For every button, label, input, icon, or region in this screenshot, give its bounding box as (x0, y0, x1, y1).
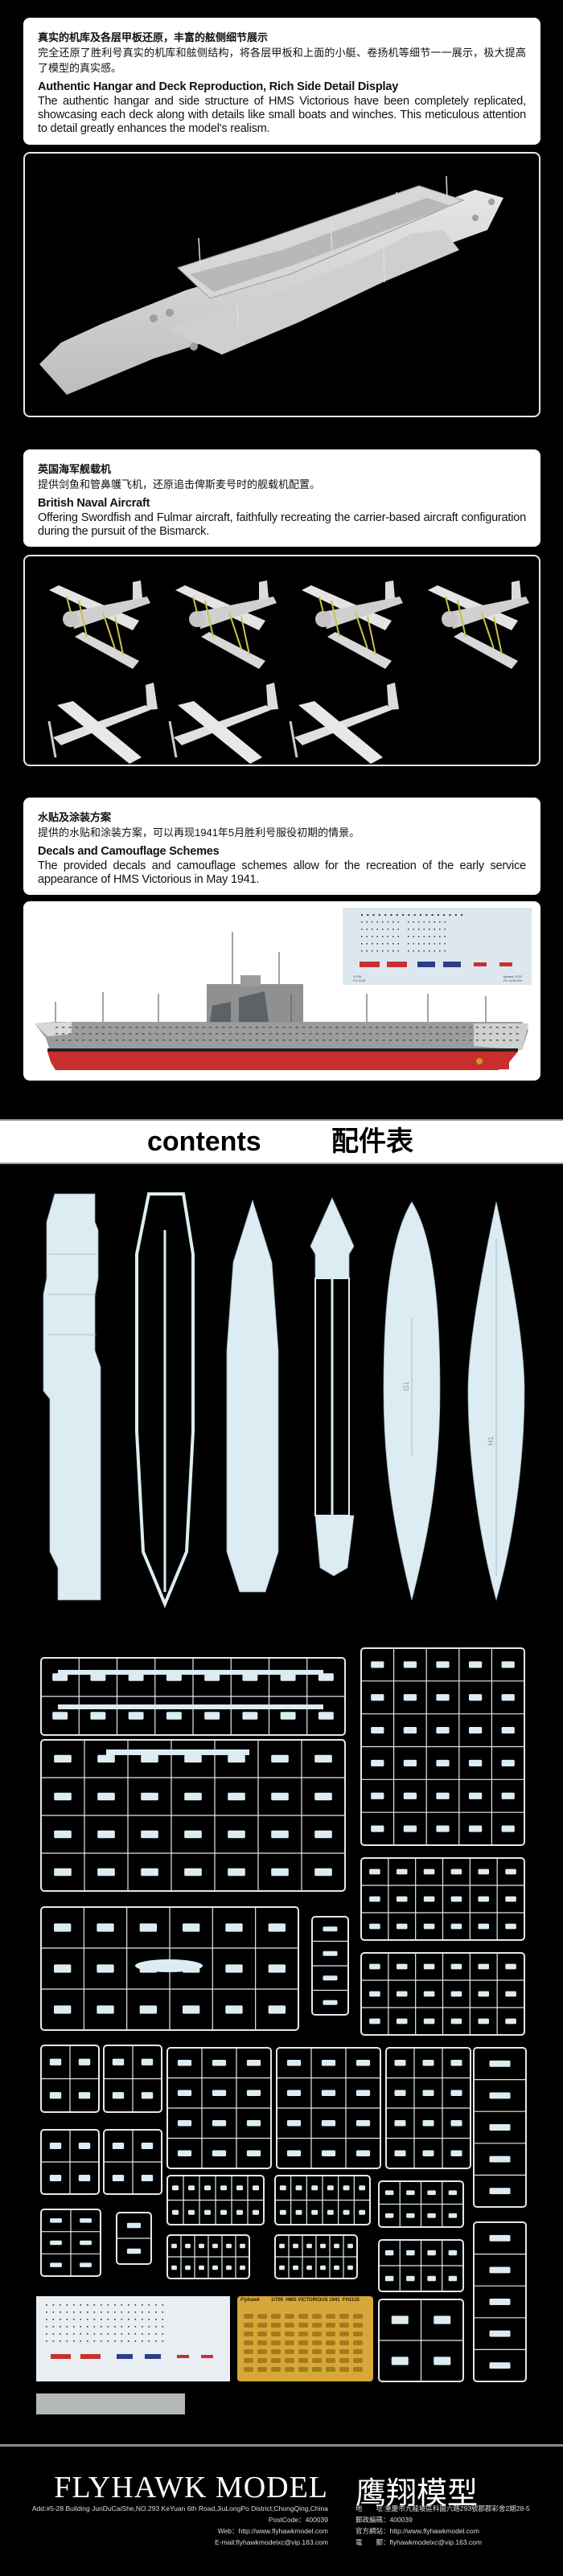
fulmar-fighter (289, 683, 399, 764)
footer-brand-en: FLYHAWK MODEL (54, 2471, 328, 2504)
footer-postcode-en: PostCode：400039 (268, 2516, 328, 2524)
fulmar-fighter (168, 683, 278, 764)
sprue-f4 (103, 2129, 162, 2195)
hangar-cn-title: 真实的机库及各层甲板还原，丰富的舷侧细节展示 (38, 31, 269, 43)
sprue-h (385, 2047, 471, 2169)
sprue-layout (40, 1647, 527, 2382)
decal-sheet (36, 2296, 230, 2381)
sprue-o (378, 2299, 464, 2382)
footer-address-cn: 地 址:重慶市九龍坡區科園六路293號郡郡彩舍2期28-5 (355, 2504, 530, 2512)
fulmar-fighter (47, 683, 158, 764)
sprue-f3 (40, 2129, 100, 2195)
hangar-info-card: 真实的机库及各层甲板还原，丰富的舷侧细节展示 完全还原了胜利号真实的机库和舷侧结… (23, 18, 540, 145)
sprue-i1 (473, 2047, 527, 2208)
footer-email-en[interactable]: E-mail:flyhawkmodelxc@vip.163.com (215, 2538, 328, 2546)
sprue-a (40, 1657, 346, 1736)
sprue-f1 (40, 2045, 100, 2113)
aircraft-en-title: British Naval Aircraft (38, 497, 150, 510)
hangar-deck-frame-part (135, 1192, 195, 1609)
sprue-e2 (360, 1952, 525, 2036)
swordfish-biplane (428, 580, 529, 669)
side-hull-strip (58, 1704, 323, 1709)
swordfish-biplane (175, 580, 277, 669)
decals-cn-body: 提供的水贴和涂装方案，可以再现1941年5月胜利号服役初期的情景。 (38, 827, 360, 839)
decals-en-title: Decals and Camouflage Schemes (38, 845, 220, 858)
footer-postcode-cn: 郵政編碼：400039 (355, 2516, 413, 2524)
sprue-e1 (360, 1857, 525, 1941)
side-hull-strip (58, 1670, 323, 1675)
clear-film-strip (36, 2393, 185, 2414)
sprue-small-1 (311, 1916, 349, 2016)
camouflage-profile-card: 1/700 FH 1135 flyhawk 2023 FH 1135-004 (23, 901, 540, 1081)
sprue-g1 (166, 2047, 272, 2169)
swordfish-biplane (302, 580, 403, 669)
contents-header: contents 配件表 (0, 1119, 563, 1164)
sprue-b-long-part (106, 1749, 249, 1755)
sprue-k2 (274, 2234, 358, 2279)
sprue-f2 (103, 2045, 162, 2113)
sprue-c (360, 1647, 525, 1846)
pe-brand: Flyhawk (240, 2298, 260, 2303)
footer-web-cn[interactable]: 官方網站：http://www.flyhawkmodel.com (355, 2527, 479, 2535)
decal-sheet-art (46, 2304, 213, 2359)
sprue-j2 (274, 2175, 371, 2225)
hull-label-h1: H1 (487, 1436, 495, 1446)
decals-info-card: 水贴及涂装方案 提供的水贴和涂装方案，可以再现1941年5月胜利号服役初期的情景… (23, 798, 540, 895)
hangar-en-body: The authentic hangar and side structure … (38, 95, 526, 135)
sprue-l1 (378, 2180, 464, 2228)
sprue-b (40, 1739, 346, 1892)
sprue-i2 (473, 2221, 527, 2382)
aircraft-render-image (23, 555, 540, 766)
sprue-j1 (166, 2175, 265, 2225)
footer-email-cn[interactable]: 電 郵：flyhawkmodelxc@vip.163.com (355, 2538, 482, 2546)
aircraft-info-card: 英国海军舰载机 提供剑鱼和管鼻鹱飞机，还原追击俾斯麦号时的舰载机配置。 Brit… (23, 449, 540, 547)
decal-code: FH 1135 (353, 978, 366, 982)
side-profile: 1/700 FH 1135 flyhawk 2023 FH 1135-004 (35, 908, 532, 1070)
hull-parts-layout: G1 H1 (43, 1192, 525, 1609)
pe-fret-title: 1/700 HMS VICTORIOUS 1941 FH1135 (271, 2298, 360, 2303)
hangar-cn-body: 完全还原了胜利号真实的机库和舷侧结构，将各层甲板和上面的小艇、卷扬机等细节一一展… (38, 47, 526, 74)
photo-etch-fret: Flyhawk 1/700 HMS VICTORIOUS 1941 FH1135 (237, 2296, 373, 2381)
sprue-k1 (166, 2234, 250, 2279)
footer-web-en[interactable]: Web：http://www.flyhawkmodel.com (217, 2527, 328, 2535)
decal-sheet-code: FH 1135-004 (503, 978, 523, 982)
decal-sheet-preview: 1/700 FH 1135 flyhawk 2023 FH 1135-004 (343, 908, 532, 985)
sprue-l2 (378, 2239, 464, 2292)
aircraft-render (47, 580, 529, 764)
decals-cn-title: 水贴及涂装方案 (38, 811, 112, 823)
sprue-g2 (276, 2047, 381, 2169)
footer-divider (0, 2444, 563, 2447)
decal-brand-year: flyhawk 2023 (503, 974, 523, 978)
decal-scale: 1/700 (353, 974, 362, 978)
carrier-cutaway-render (39, 175, 503, 395)
aircraft-cn-title: 英国海军舰载机 (38, 463, 112, 475)
flight-deck-part (43, 1193, 101, 1601)
hangar-render-image (23, 152, 540, 417)
hull-label-g1: G1 (402, 1381, 410, 1391)
sprue-d (40, 1906, 299, 2031)
hangar-en-title: Authentic Hangar and Deck Reproduction, … (38, 80, 399, 93)
pe-fret-parts (244, 2314, 363, 2372)
ship-boat-part (135, 1959, 203, 1972)
contents-title-cn: 配件表 (331, 1126, 413, 1157)
footer-address-en: Add:#5-28 Building JunDuCaiShe,NO.293 Ke… (31, 2504, 328, 2512)
hms-victorious-profile (35, 932, 528, 1070)
main-deck-part (226, 1199, 279, 1593)
swordfish-biplane (49, 580, 150, 669)
sprue-n (116, 2212, 152, 2265)
aircraft-en-body: Offering Swordfish and Fulmar aircraft, … (38, 511, 526, 538)
contents-title-en: contents (147, 1126, 261, 1157)
footer-brand-cn: 鹰翔模型 (355, 2477, 479, 2511)
sprue-m (40, 2209, 101, 2277)
decals-en-body: The provided decals and camouflage schem… (38, 859, 526, 886)
aircraft-cn-body: 提供剑鱼和管鼻鹱飞机，还原追击俾斯麦号时的舰载机配置。 (38, 478, 321, 490)
